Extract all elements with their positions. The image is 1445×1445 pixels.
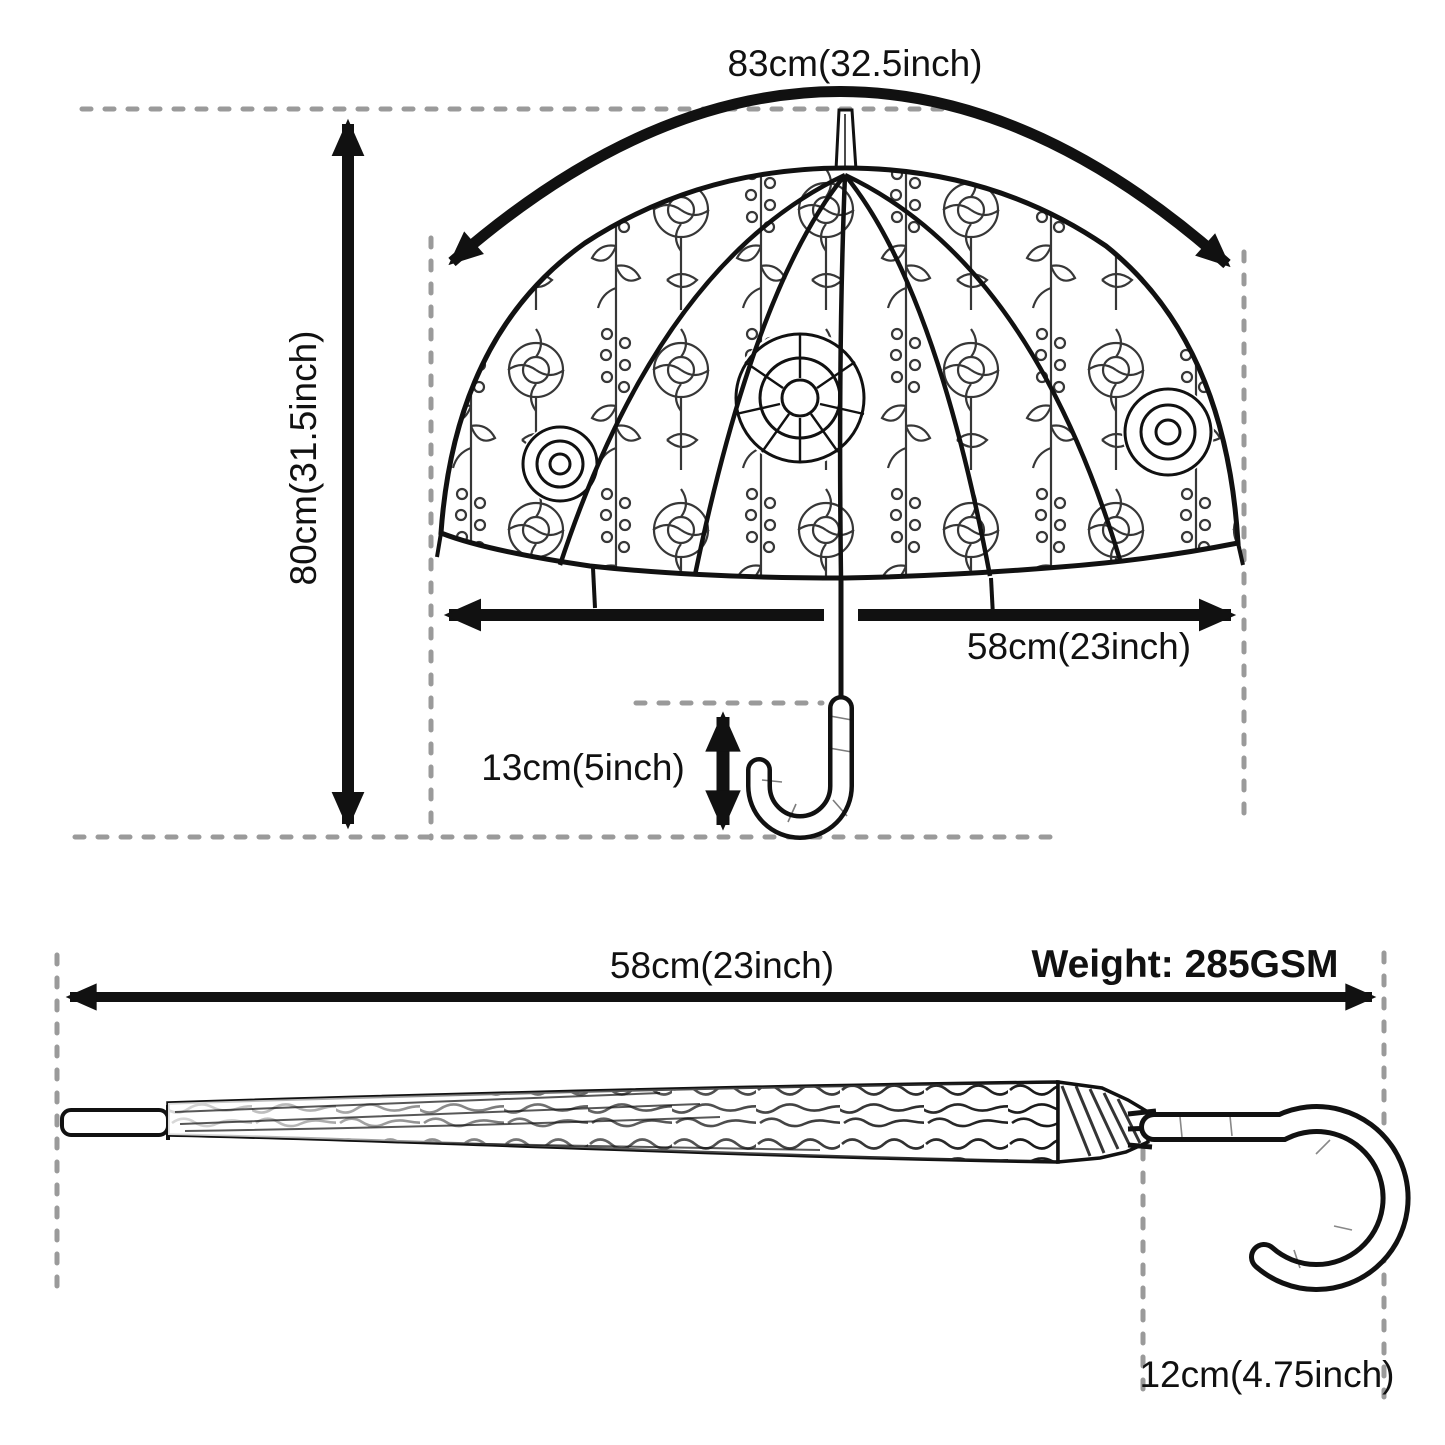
folded-canopy-streaks <box>174 1092 821 1151</box>
canopy-diameter-label: 58cm(23inch) <box>967 626 1191 667</box>
folded-umbrella-figure: 58cm(23inch) Weight: 285GSM 12cm(4.75inc… <box>54 943 1411 1400</box>
umbrella-handle <box>746 695 854 840</box>
rib-tip-spurs <box>435 532 1245 617</box>
canopy-flower-motifs <box>520 330 1214 504</box>
folded-crown <box>1056 1079 1150 1164</box>
umbrella-ferrule <box>834 108 858 172</box>
folded-length-label: 58cm(23inch) <box>610 945 834 986</box>
canopy-outline <box>438 165 1241 581</box>
canopy-ribs <box>557 172 1123 579</box>
folded-umbrella-drawing <box>60 1079 1411 1293</box>
folded-ferrule <box>60 1108 170 1137</box>
weight-label: Weight: 285GSM <box>1032 943 1339 986</box>
handle-length-label: 12cm(4.75inch) <box>1139 1354 1394 1395</box>
handle-height-label: 13cm(5inch) <box>481 747 685 788</box>
canopy-arc-width-label: 83cm(32.5inch) <box>727 43 982 84</box>
open-umbrella-drawing <box>435 108 1245 840</box>
open-umbrella-figure: 83cm(32.5inch) 80cm(31.5inch) 58cm(23inc… <box>72 43 1247 841</box>
total-height-label: 80cm(31.5inch) <box>283 330 324 585</box>
canopy-arc-width-arrow <box>448 86 1231 269</box>
folded-handle <box>1139 1104 1411 1293</box>
